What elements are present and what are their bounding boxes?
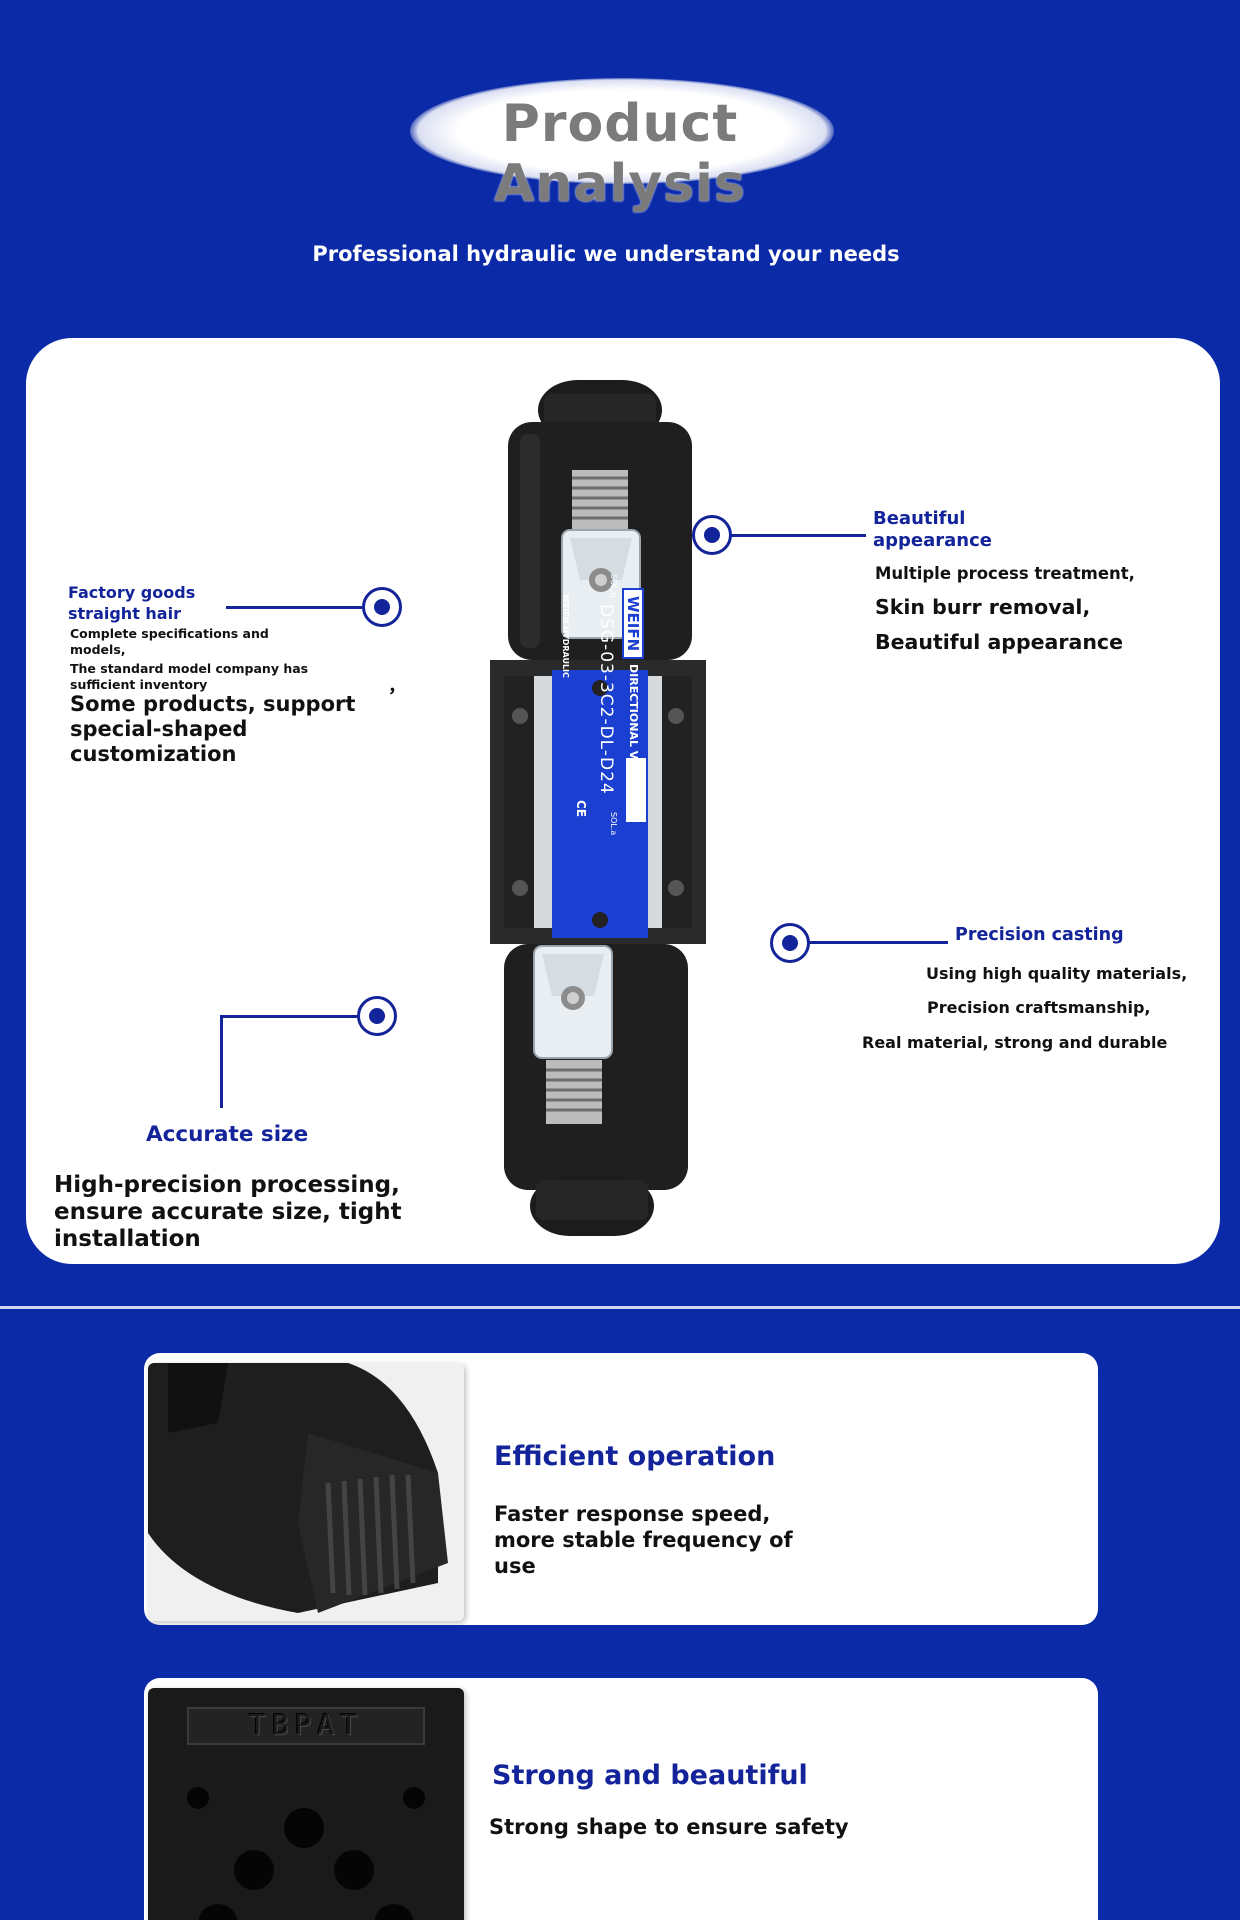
valve-base-embossed-text: TBPAT: [248, 1708, 364, 1741]
feature-title-efficient-operation: Efficient operation: [494, 1441, 776, 1472]
solenoid-coil-photo: [148, 1363, 464, 1621]
feature-title-strong-beautiful: Strong and beautiful: [492, 1760, 808, 1791]
callout-heading-beautiful-appearance: Beautiful appearance: [873, 508, 992, 551]
callout-text-quality-materials: Using high quality materials,: [926, 964, 1188, 983]
callout-body-customization: Some products, support special-shaped cu…: [70, 692, 356, 766]
callout-line-left-bottom-horizontal: [220, 1015, 360, 1018]
page-subtitle: Professional hydraulic we understand you…: [312, 242, 900, 266]
callout-text-strong-durable: Real material, strong and durable: [862, 1033, 1168, 1052]
valve-port-b: SOL.b: [609, 574, 618, 598]
valve-ce-mark: CE: [574, 800, 588, 818]
valve-model: DSG-03-3C2-DL-D24: [596, 604, 616, 795]
callout-marker-left-bottom: [357, 996, 397, 1036]
callout-heading-factory-goods: Factory goods straight hair: [68, 583, 196, 623]
valve-base-image: [148, 1688, 464, 1920]
valve-base-photo: TBPAT: [148, 1688, 464, 1920]
callout-text-beautiful-appearance: Beautiful appearance: [875, 630, 1123, 654]
title-cloud-decoration: [410, 78, 834, 184]
callout-marker-right-top: [692, 515, 732, 555]
section-divider: [0, 1306, 1240, 1309]
directional-valve-image: [490, 380, 706, 1236]
callout-text-process-treatment: Multiple process treatment,: [875, 564, 1135, 583]
feature-card-strong-beautiful: TBPAT Strong and beautiful Strong shape …: [144, 1678, 1098, 1920]
callout-heading-accurate-size: Accurate size: [146, 1122, 309, 1147]
feature-text-strong-beautiful: Strong shape to ensure safety: [489, 1815, 849, 1839]
callout-line-right-bottom: [808, 941, 948, 944]
callout-marker-right-bottom: [770, 923, 810, 963]
feature-card-efficient-operation: Efficient operation Faster response spee…: [144, 1353, 1098, 1625]
valve-port-a: SOL.a: [609, 812, 618, 836]
solenoid-coil-image: [148, 1363, 464, 1621]
callout-comma: ，: [388, 676, 406, 697]
callout-heading-precision-casting: Precision casting: [955, 925, 1124, 945]
callout-text-burr-removal: Skin burr removal,: [875, 595, 1091, 619]
callout-small-text-2: The standard model company has sufficien…: [70, 661, 309, 692]
valve-brand: WEIFN: [622, 588, 644, 660]
valve-label-group: WEIFN DIRECTIONAL VALVE DSG-03-3C2-DL-D2…: [552, 574, 648, 842]
valve-maker: WEIFN HYDRAULIC: [561, 594, 570, 678]
callout-line-left-top: [226, 606, 362, 609]
feature-text-efficient-operation: Faster response speed, more stable frequ…: [494, 1502, 793, 1578]
page-title: Product Analysis: [494, 94, 746, 214]
callout-line-left-bottom-vertical: [220, 1015, 223, 1108]
callout-line-right-top: [730, 534, 866, 537]
callout-text-craftsmanship: Precision craftsmanship,: [927, 998, 1151, 1017]
valve-type-label: DIRECTIONAL VALVE: [627, 664, 640, 789]
callout-small-text-1: Complete specifications and models,: [70, 626, 269, 657]
callout-body-high-precision: High-precision processing, ensure accura…: [54, 1172, 402, 1252]
callout-marker-left-top: [362, 587, 402, 627]
